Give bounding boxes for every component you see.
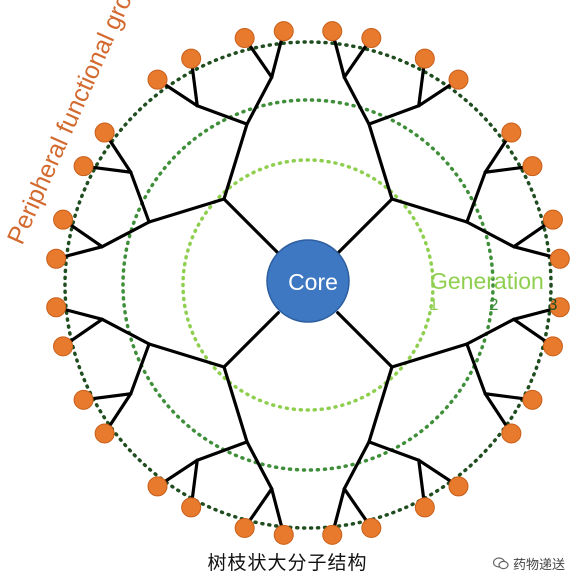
peripheral-groups-label: Peripheral functional groups	[2, 0, 154, 248]
branch-gen2	[390, 197, 469, 224]
core-circle	[266, 239, 350, 323]
generation-3-label: 3	[548, 295, 557, 314]
branch-gen3	[465, 317, 516, 346]
branch-gen3	[245, 440, 274, 491]
peripheral-group-11	[448, 69, 469, 90]
generation-ring-3	[63, 40, 553, 530]
peripheral-group-17	[542, 336, 563, 357]
peripheral-group-19	[501, 423, 522, 444]
branch-gen2	[390, 342, 469, 369]
core-label: Core	[288, 269, 338, 295]
generation-title: Generation	[430, 268, 544, 294]
peripheral-group-20	[448, 476, 469, 497]
peripheral-group-7	[273, 21, 294, 42]
peripheral-group-23	[322, 524, 343, 545]
branch-gen2	[222, 122, 249, 201]
peripheral-group-28	[94, 423, 115, 444]
branch-gen3	[342, 440, 371, 491]
branch-gen2	[367, 122, 394, 201]
peripheral-group-3	[94, 122, 115, 143]
peripheral-group-15	[549, 248, 570, 269]
branch-gen3	[100, 220, 151, 249]
wechat-icon	[492, 557, 509, 570]
branch-gen1	[222, 311, 280, 369]
peripheral-group-9	[361, 28, 382, 49]
branch-gen3	[129, 170, 151, 224]
peripheral-group-5	[181, 48, 202, 69]
peripheral-group-0	[46, 248, 67, 269]
peripheral-group-29	[73, 389, 94, 410]
branch-gen2	[367, 365, 394, 444]
branch-gen3	[195, 104, 249, 126]
peripheral-group-22	[361, 517, 382, 538]
peripheral-group-24	[273, 524, 294, 545]
peripheral-group-12	[501, 122, 522, 143]
peripheral-group-8	[322, 21, 343, 42]
branch-gen2	[147, 197, 226, 224]
branch-gen2	[222, 365, 249, 444]
peripheral-group-27	[147, 476, 168, 497]
watermark: 药物递送	[492, 554, 565, 573]
peripheral-group-30	[53, 336, 74, 357]
branch-gen3	[465, 220, 516, 249]
peripheral-group-31	[46, 297, 67, 318]
branch-gen1	[222, 197, 280, 255]
peripheral-end-groups	[46, 21, 570, 545]
branch-gen3	[367, 440, 421, 462]
branch-gen3	[129, 342, 151, 396]
peripheral-group-18	[522, 389, 543, 410]
peripheral-group-4	[147, 69, 168, 90]
peripheral-group-14	[542, 209, 563, 230]
generation-1-label: 1	[429, 295, 438, 314]
branch-gen2	[147, 342, 226, 369]
peripheral-group-25	[234, 517, 255, 538]
peripheral-group-26	[181, 497, 202, 518]
branch-gen3	[195, 440, 249, 462]
generation-ring-2	[121, 98, 495, 472]
peripheral-group-2	[73, 156, 94, 177]
branch-gen3	[465, 170, 487, 224]
generation-ring-1	[181, 158, 435, 412]
branch-gen3	[342, 75, 371, 126]
figure-caption: 树枝状大分子结构	[207, 552, 368, 574]
branch-gen3	[245, 75, 274, 126]
peripheral-group-10	[414, 48, 435, 69]
peripheral-group-1	[53, 209, 74, 230]
peripheral-group-13	[522, 156, 543, 177]
peripheral-group-6	[234, 28, 255, 49]
branch-gen3	[367, 104, 421, 126]
watermark-text: 药物递送	[512, 558, 565, 573]
branch-gen3	[465, 342, 487, 396]
branch-gen1	[336, 197, 394, 255]
generation-2-label: 2	[489, 295, 498, 314]
dendrimer-branches	[54, 29, 562, 537]
branch-gen1	[336, 311, 394, 369]
branch-gen3	[100, 317, 151, 346]
peripheral-group-21	[414, 497, 435, 518]
peripheral-group-16	[549, 297, 570, 318]
